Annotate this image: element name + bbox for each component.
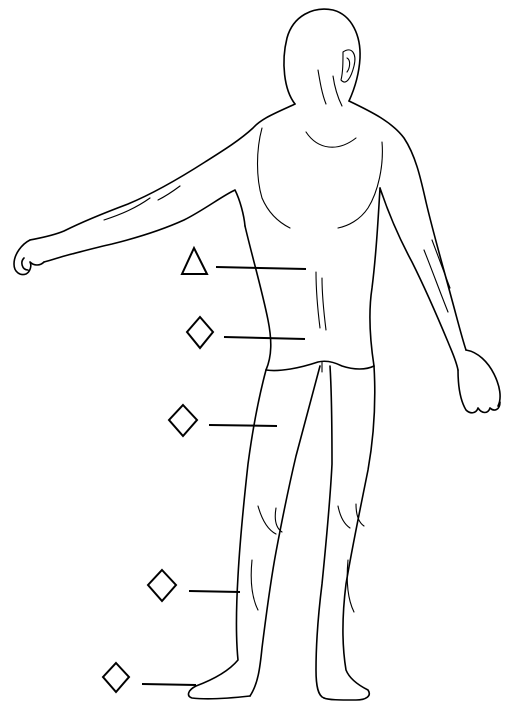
trapezius-line bbox=[306, 132, 356, 147]
right-leg-inner bbox=[316, 366, 332, 698]
marker-buttocks[interactable] bbox=[187, 317, 305, 348]
diamond-marker bbox=[148, 570, 176, 601]
spine bbox=[316, 272, 326, 330]
left-arm-upper-edge bbox=[30, 104, 295, 240]
left-knee bbox=[258, 506, 282, 534]
diamond-marker bbox=[169, 405, 197, 436]
leader-line-heel bbox=[142, 684, 196, 685]
left-hand bbox=[14, 240, 44, 275]
diamond-marker bbox=[187, 317, 213, 348]
right-hand bbox=[458, 350, 500, 413]
human-figure-back-view bbox=[14, 9, 500, 700]
torso-right-side bbox=[370, 188, 380, 366]
shoulder-blade-right bbox=[338, 142, 382, 228]
neck-line-left bbox=[318, 70, 326, 104]
ear bbox=[341, 50, 355, 82]
marker-thigh[interactable] bbox=[169, 405, 277, 436]
neck-line-right bbox=[333, 76, 342, 106]
leader-line-calf bbox=[189, 591, 240, 592]
marker-heel[interactable] bbox=[103, 663, 196, 692]
left-forearm-muscle bbox=[104, 186, 180, 220]
left-leg-inner bbox=[250, 366, 320, 696]
leader-line-buttocks bbox=[224, 337, 305, 339]
left-calf bbox=[251, 560, 258, 610]
marker-group bbox=[103, 248, 306, 692]
right-arm-outer-edge bbox=[349, 101, 466, 350]
triangle-marker bbox=[182, 248, 207, 274]
shoulder-blade-left bbox=[258, 128, 291, 228]
marker-lower-back[interactable] bbox=[182, 248, 306, 274]
marker-calf[interactable] bbox=[148, 570, 240, 601]
leader-line-thigh bbox=[209, 425, 277, 426]
diamond-marker bbox=[103, 663, 129, 692]
ear-inner bbox=[347, 58, 350, 72]
torso-left-side bbox=[245, 226, 271, 370]
left-leg-outer bbox=[189, 370, 266, 699]
leader-line-lower-back bbox=[216, 267, 306, 269]
